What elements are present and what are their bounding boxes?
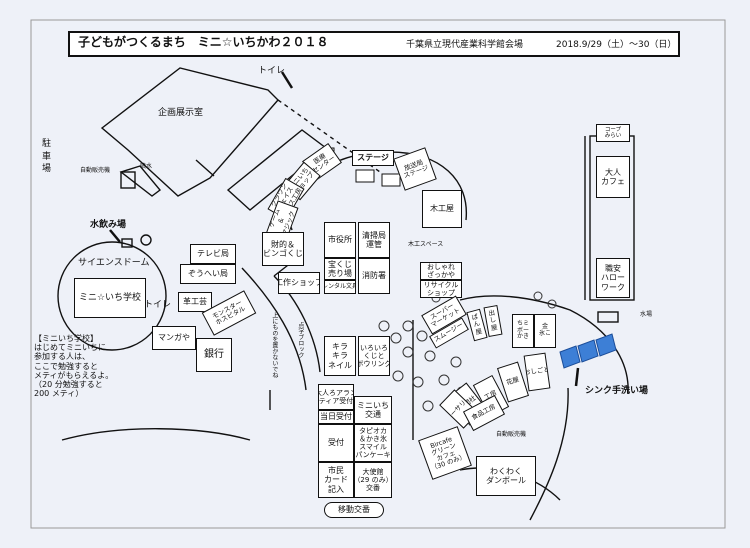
event-dates: 2018.9/29（土）～30（日） xyxy=(556,40,677,50)
booth-chimi: ちミ ボー かき xyxy=(512,314,534,348)
science-dome-label: サイエンスドーム xyxy=(78,258,150,268)
booth-recycle: リサイクル ショップ xyxy=(420,280,462,298)
school-note-line: ここで勉強すると xyxy=(34,361,98,371)
toilet-label: トイレ xyxy=(258,66,286,76)
booth-tv: テレビ局 xyxy=(190,244,236,264)
school-note-line: （20 分勉強すると xyxy=(34,379,103,389)
braille-note-label: 上にものを置かないでね xyxy=(270,312,278,378)
school-note-line: 参加する人は、 xyxy=(34,352,90,362)
booth-seisou: 清掃局 運管 xyxy=(358,222,390,258)
school-note-line: はじめてミニいちに xyxy=(34,343,106,353)
booth-iroiro: いろいろ くじと ボウリング xyxy=(358,336,390,376)
wood-space-label: 木工スペース xyxy=(408,241,444,248)
vending-machine-label: 自動販売機 xyxy=(80,167,111,174)
booth-otona-lottery: 大人ろアラン ティア受付 xyxy=(318,384,354,410)
booth-kosaku-shop: 工作ショップ xyxy=(278,272,320,294)
toilet-left-label: トイレ xyxy=(144,300,172,310)
booth-rental: レンタル文具 xyxy=(324,280,356,294)
booth-otona-cafe: 大人 カフェ xyxy=(596,156,630,198)
coop-label: コープ みらい xyxy=(596,124,630,142)
booth-uketsuke: 受付 xyxy=(318,424,354,462)
vending-machine-2-label: 自動販売機 xyxy=(496,431,527,438)
booth-stage: ステージ xyxy=(352,150,394,166)
map-title: 子どもがつくるまち ミニ☆いちかわ２０１８ xyxy=(78,35,329,49)
water-place-label: 水場 xyxy=(640,311,653,318)
booth-soheikyoku: ぞうへい局 xyxy=(180,264,236,284)
booth-oshare: おしゃれ ざっかや xyxy=(420,262,462,280)
booth-wakuwaku: わくわく ダンボール xyxy=(476,456,536,496)
booth-zaiteki: 財的＆ ビンゴくじ xyxy=(262,232,304,266)
booth-kirakira: キラ キラ ネイル xyxy=(324,336,356,376)
booth-takarakuji: 宝くじ 売り場 xyxy=(324,258,356,280)
school-note-line: 200 メティ） xyxy=(34,389,84,399)
booth-toujitsu: 当日受付 xyxy=(318,410,354,424)
booth-shimin: 市民 カード 記入 xyxy=(318,462,354,498)
booth-shobo: 消防署 xyxy=(358,258,390,294)
booth-kin: 金 氷こ xyxy=(534,314,556,348)
parking-label: 駐 車 場 xyxy=(42,139,52,175)
booth-mini-school: ミニ☆いち学校 xyxy=(74,278,146,318)
booth-mokkouya: 木工屋 xyxy=(422,190,462,228)
braille-block-label: 点字ブロック xyxy=(296,322,304,358)
booth-manga: マンガや xyxy=(152,326,196,350)
booth-kogei: 革工芸 xyxy=(178,292,212,312)
sink-area-label: シンク手洗い場 xyxy=(585,386,649,396)
venue-name: 千葉県立現代産業科学館会場 xyxy=(406,40,524,50)
booth-mini-kotsu: ミニいち 交通 xyxy=(354,396,392,424)
water-fountain-label: 水飲み場 xyxy=(90,220,127,230)
fountain-label: 噴水 xyxy=(140,163,153,170)
booth-bank: 銀行 xyxy=(196,338,232,372)
booth-shokuan: 職安 ハロー ワーク xyxy=(596,258,630,298)
school-note-line: メティがもらえるよ。 xyxy=(34,370,114,380)
map-header xyxy=(68,31,680,57)
booth-taishikan: 大使館 （29 のみ） 交番 xyxy=(354,462,392,498)
exhibition-room-label: 企画展示室 xyxy=(158,108,204,118)
booth-tapioca: タピオカ ＆かき氷 スマイル パンケーキ xyxy=(354,424,392,462)
school-note: 【ミニいち学校】 はじめてミニいちに 参加する人は、 ここで勉強すると メティが… xyxy=(34,334,124,398)
booth-ido-koban: 移動交番 xyxy=(324,502,384,518)
booth-shiyakusho: 市役所 xyxy=(324,222,356,258)
school-note-title: 【ミニいち学校】 xyxy=(34,334,98,343)
